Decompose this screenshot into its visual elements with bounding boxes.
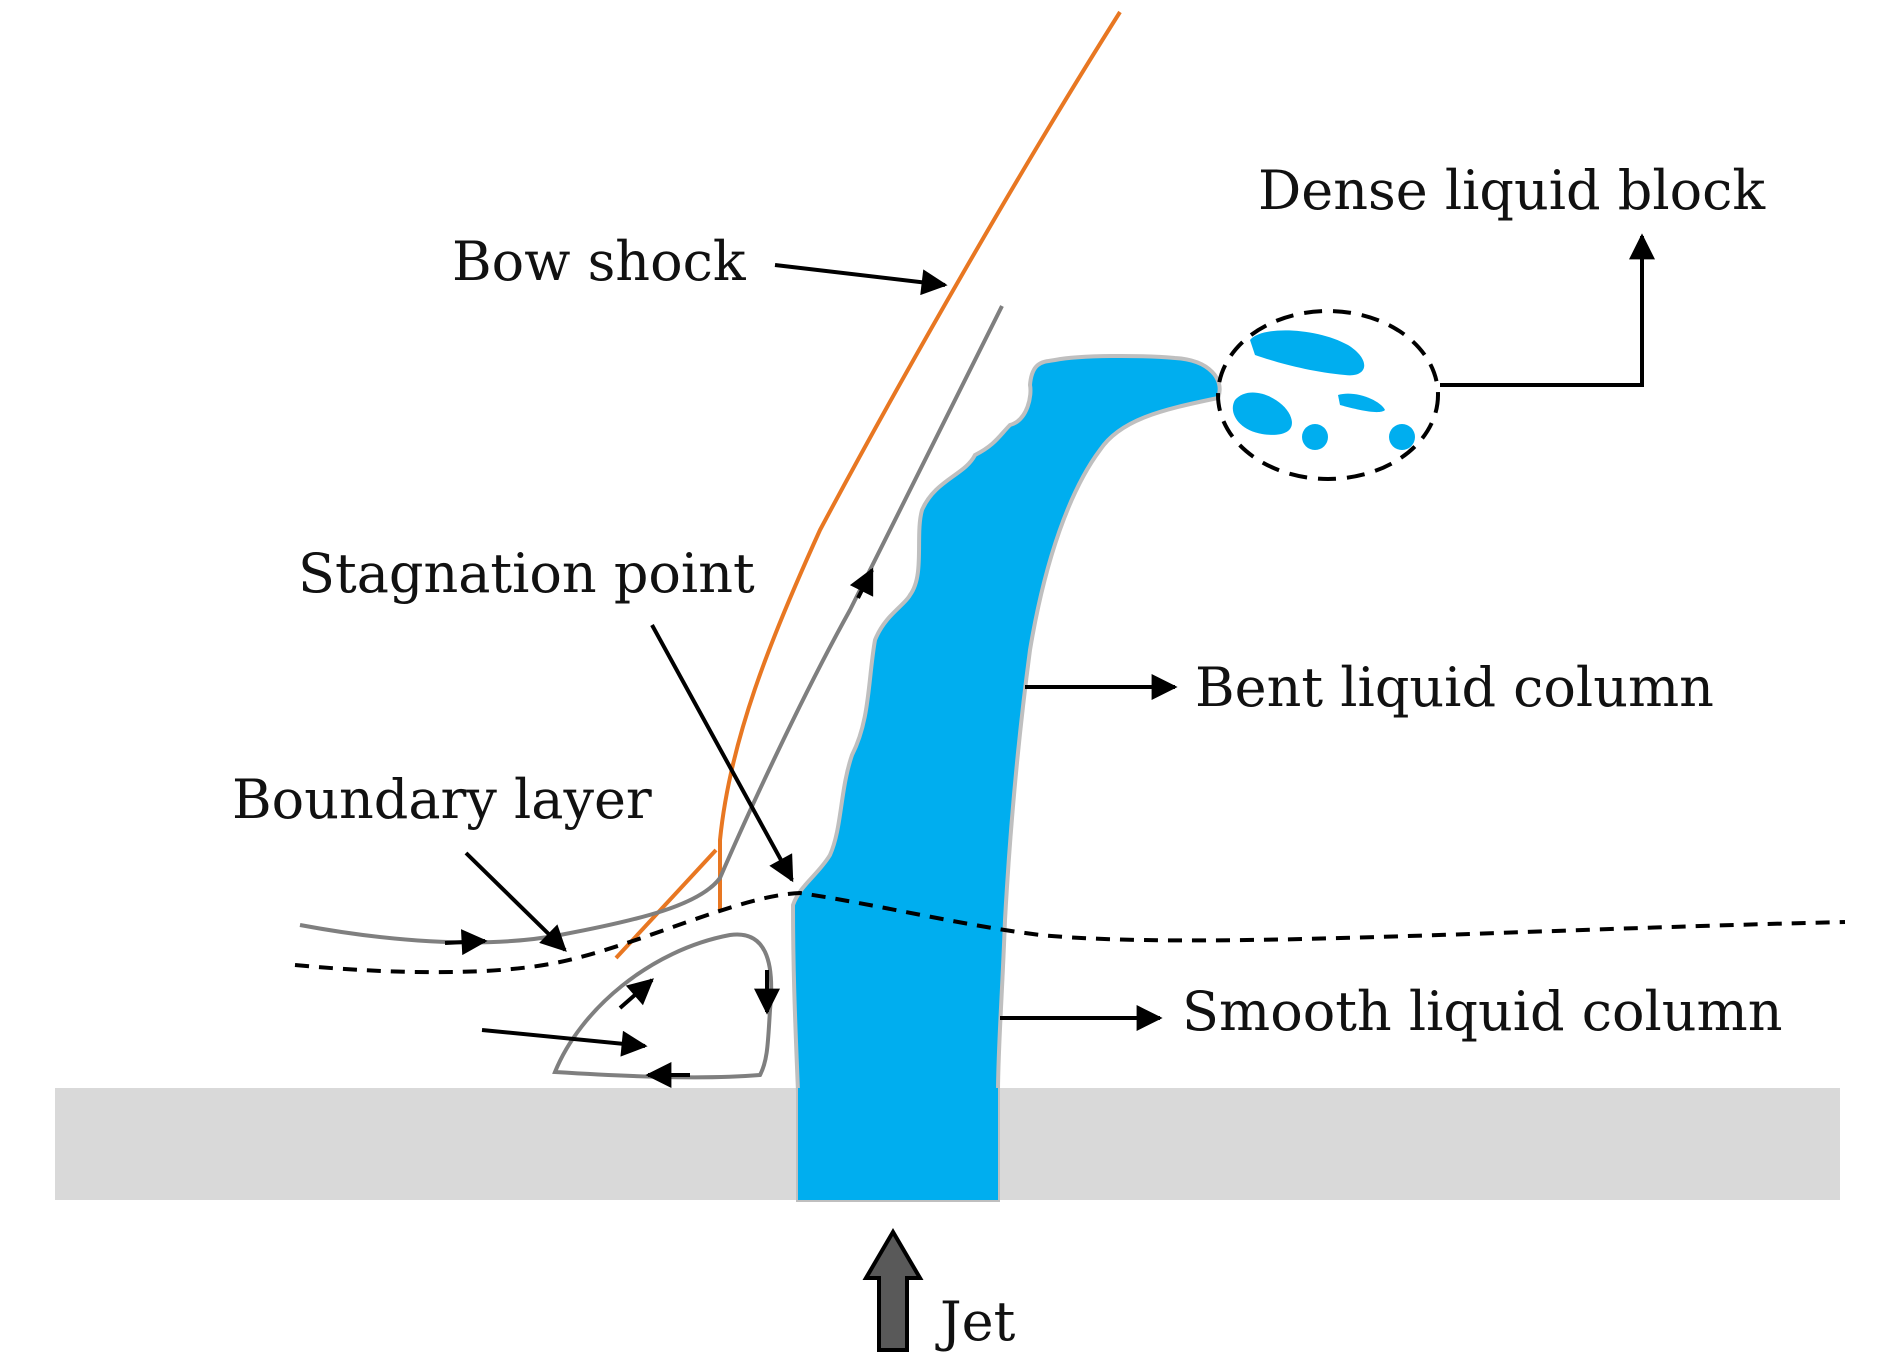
liquid-blob	[1232, 392, 1292, 435]
smooth-column-label: Smooth liquid column	[1182, 980, 1783, 1043]
dividing-dashed-line	[294, 890, 1846, 975]
bow-shock-pointer	[774, 263, 948, 296]
stagnation-point-pointer	[650, 624, 794, 883]
streamline-arrow	[444, 929, 488, 956]
liquid-column	[790, 353, 1222, 1202]
dense-block-pointer	[1440, 233, 1655, 387]
bent-column-label: Bent liquid column	[1195, 656, 1714, 719]
dense-block-boundary	[1216, 309, 1440, 481]
dense-block-label: Dense liquid block	[1258, 159, 1766, 222]
bow-shock-label: Bow shock	[452, 230, 747, 293]
streamline-arrow	[849, 567, 874, 599]
liquid-blob	[1250, 330, 1365, 376]
liquid-blob	[1338, 393, 1385, 413]
liquid-column-base	[798, 1088, 998, 1200]
jet-arrow-icon	[862, 1228, 924, 1352]
boundary-layer-label: Boundary layer	[232, 768, 652, 831]
liquid-droplet	[1389, 424, 1415, 450]
boundary-layer-pointer	[464, 851, 567, 952]
bow-shock-line	[718, 10, 1122, 910]
stagnation-point-label: Stagnation point	[298, 542, 755, 605]
inflow-arrow	[481, 1028, 648, 1057]
jet-label: Jet	[935, 1290, 1016, 1353]
liquid-droplet	[1302, 424, 1328, 450]
recirculation-arrow	[618, 978, 654, 1010]
